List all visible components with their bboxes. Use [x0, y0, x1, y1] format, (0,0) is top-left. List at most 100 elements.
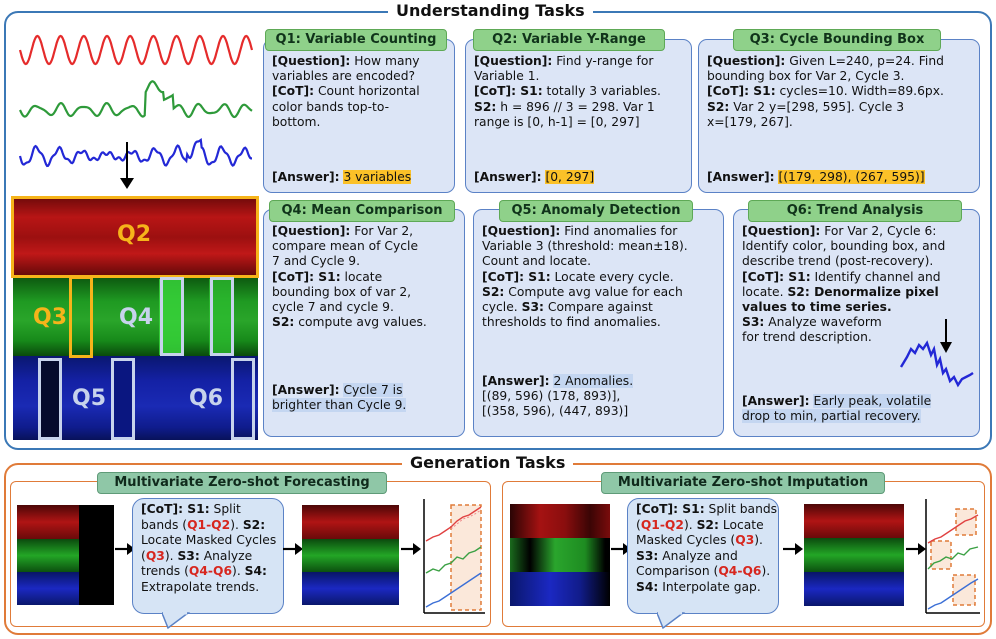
- imputation-cot-text: Locate: [718, 517, 764, 532]
- q4-line-text: [Question]:: [272, 224, 351, 238]
- q5-line: thresholds to find anomalies.: [482, 315, 723, 330]
- q1-line: color bands top-to-: [272, 100, 454, 115]
- q3-line-text: cycles=10. Width=89.6px.: [775, 84, 944, 99]
- q5-line-text: Count and locate.: [482, 254, 592, 269]
- q6-line: S3: Analyze waveform: [742, 315, 979, 330]
- tab-imputation: Multivariate Zero-shot Imputation: [601, 472, 885, 494]
- imputation-cot-text: Split bands: [704, 502, 778, 516]
- q1-line-text: [CoT]:: [272, 84, 315, 99]
- q2-line: range is [0, h-1] = [0, 297]: [474, 115, 691, 130]
- tab-q1: Q1: Variable Counting: [265, 29, 447, 51]
- q6-answer-value: Early peak, volatile: [813, 394, 932, 408]
- tab-forecasting: Multivariate Zero-shot Forecasting: [97, 472, 387, 494]
- q6-line-text: for trend description.: [742, 330, 872, 345]
- q4-line: cycle 7 and cycle 9.: [272, 300, 464, 315]
- q6-line: describe trend (post-recovery).: [742, 254, 979, 269]
- q4-box-left: [160, 277, 184, 356]
- forecast-cot-text: ).: [164, 548, 178, 563]
- q6-line-text: [CoT]: S1:: [742, 269, 811, 284]
- q2-line: [Question]: Find y-range for: [474, 54, 691, 69]
- forecast-arrow-2: [283, 543, 303, 555]
- q3-line: bounding box for Var 2, Cycle 3.: [707, 69, 979, 84]
- imputation-cot-text: ).: [754, 533, 763, 547]
- q5-answer-value: 2 Anomalies.: [553, 374, 634, 388]
- q1-line-text: color bands top-to-: [272, 99, 390, 114]
- q3-line-text: Var 2 y=[298, 595]. Cycle 3: [729, 99, 905, 114]
- q4-line: [Question]: For Var 2,: [272, 224, 464, 239]
- heatmap-label-q4: Q4: [119, 305, 154, 330]
- forecast-red-series: [425, 506, 482, 542]
- q5-line: S2: Compute avg value for each: [482, 285, 723, 300]
- imputation-cot-text: S4:: [636, 579, 659, 594]
- tab-q6: Q6: Trend Analysis: [748, 200, 962, 222]
- q2-line-text: Variable 1.: [474, 69, 540, 84]
- imputation-cot-text: (: [636, 517, 641, 532]
- imputation-gap-box-2: [930, 540, 952, 570]
- q1-line-text: bottom.: [272, 114, 321, 129]
- forecast-cot-line: (Q3). S3: Analyze: [141, 549, 283, 565]
- forecast-cot-text: Q3: [145, 548, 165, 563]
- q5-line-text: cycle.: [482, 300, 522, 315]
- forecast-output-image: [302, 505, 399, 605]
- imputation-cot-bubble: [CoT]: S1: Split bands(Q1-Q2). S2: Locat…: [627, 498, 779, 614]
- q5-line-text: [CoT]: S1:: [482, 269, 551, 284]
- q6-line: values to time series.: [742, 300, 979, 315]
- forecast-cot-text: Q1-Q2: [187, 517, 231, 532]
- imputation-cot-line: [CoT]: S1: Split bands: [636, 502, 778, 518]
- heatmap-label-q3: Q3: [33, 305, 68, 330]
- imputation-cot-text: Masked Cycles (: [636, 533, 736, 547]
- forecast-cot-line: [CoT]: S1: Split: [141, 502, 283, 518]
- q3-line-text: Given L=240, p=24. Find: [785, 54, 944, 68]
- q1-line-text: variables are encoded?: [272, 69, 416, 84]
- q5-box-right: [111, 358, 135, 440]
- q2-answer-label: [Answer]:: [474, 170, 542, 184]
- q4-line-text: locate: [340, 269, 383, 284]
- heatmap-q5-second-cycle: [113, 361, 134, 437]
- q1-line: variables are encoded?: [272, 69, 454, 84]
- q5-answer-extra-1: [(89, 596) (178, 893)],: [482, 389, 621, 404]
- imputation-input-image: [510, 504, 610, 606]
- imputation-cot-text: Analyze and: [658, 548, 738, 563]
- q5-line-text: Variable 3 (threshold: mean±18).: [482, 239, 688, 254]
- q1-line-text: How many: [350, 54, 420, 68]
- q4-line-text: compute avg values.: [294, 315, 427, 330]
- imputation-cot-text: Comparison (: [636, 564, 719, 578]
- q4-line: [CoT]: S1: locate: [272, 270, 464, 285]
- q3-line: [Question]: Given L=240, p=24. Find: [707, 54, 979, 69]
- understanding-title: Understanding Tasks: [388, 1, 593, 21]
- q6-box: [231, 358, 255, 440]
- q5-answer-extra-2: [(358, 596), (447, 893)]: [482, 404, 629, 419]
- q6-line-text: Analyze waveform: [764, 315, 882, 330]
- forecast-arrow-3: [401, 543, 421, 555]
- imputation-bubble-tail: [657, 611, 686, 630]
- q4-answer-value-2: brighter than Cycle 9.: [272, 398, 407, 413]
- q2-line-text: totally 3 variables.: [542, 84, 661, 99]
- forecast-cot-text: Split: [209, 502, 241, 516]
- q2-line: S2: h = 896 // 3 = 298. Var 1: [474, 100, 691, 115]
- heatmap-label-q2: Q2: [117, 222, 152, 247]
- q3-line-text: [Question]:: [707, 54, 786, 68]
- q1-line: [CoT]: Count horizontal: [272, 84, 454, 99]
- imputation-arrow-2: [783, 543, 803, 555]
- q3-line-text: S2:: [707, 99, 730, 114]
- imputation-cot-line: S4: Interpolate gap.: [636, 580, 778, 596]
- waveform-illustration: [18, 34, 254, 189]
- forecast-arrow-1: [115, 543, 135, 555]
- q6-arrow-head: [940, 342, 952, 353]
- forecast-cot-text: ).: [232, 564, 245, 578]
- heatmap-q5-dark-cycle: [38, 361, 59, 437]
- q2-line-text: [Question]:: [474, 54, 553, 68]
- imputation-cot-text: S3:: [636, 548, 659, 563]
- forecast-cot-text: (: [141, 548, 146, 563]
- q6-line-text: describe trend (post-recovery).: [742, 254, 934, 269]
- forecast-cot-line: bands (Q1-Q2). S2:: [141, 518, 283, 534]
- imputation-blue-series: [927, 578, 979, 610]
- forecast-green-series: [425, 546, 482, 574]
- forecast-cot-text: S3:: [177, 548, 200, 563]
- imputation-gap-box-3: [952, 574, 976, 606]
- forecast-cot-text: Extrapolate trends.: [141, 579, 260, 594]
- forecast-cot-line: Locate Masked Cycles: [141, 533, 283, 549]
- q6-answer-value-2: drop to min, partial recovery.: [742, 409, 921, 424]
